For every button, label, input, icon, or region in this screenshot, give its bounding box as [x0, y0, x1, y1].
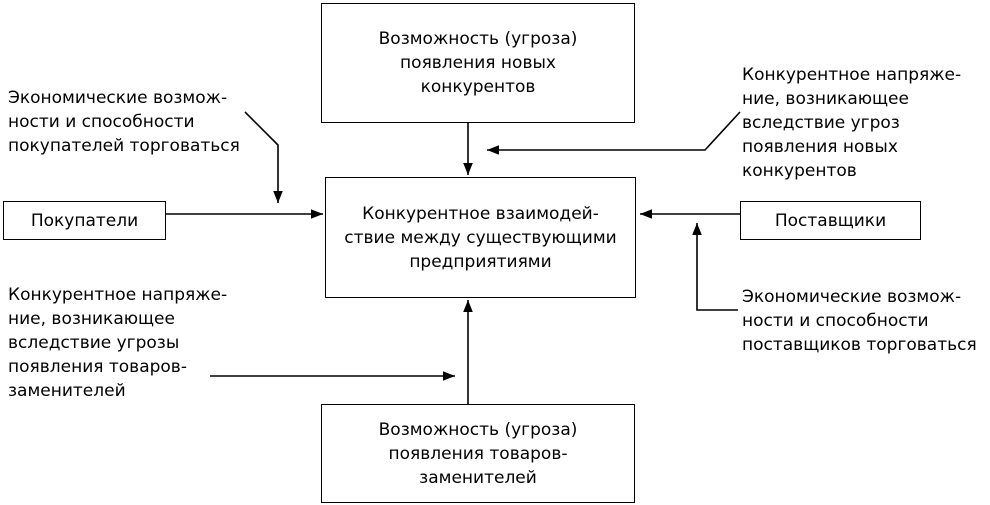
box-rivalry-label: Конкурентное взаимодей- ствие между суще… — [344, 203, 617, 272]
box-new-competitors-label: Возможность (угроза) появления новых кон… — [378, 29, 578, 97]
box-substitutes: Возможность (угроза) появления товаров- … — [321, 404, 635, 503]
box-rivalry: Конкурентное взаимодей- ствие между суще… — [325, 177, 636, 298]
note-buyers-power: Экономические возмож- ности и способност… — [8, 88, 240, 156]
note-entry-threat-tension: Конкурентное напряже- ние, возникающее в… — [742, 65, 962, 181]
arrow-entry-tension-pointer — [487, 111, 741, 155]
box-buyers: Покупатели — [3, 201, 166, 240]
note-suppliers-power: Экономические возмож- ности и способност… — [742, 287, 977, 355]
arrow-buyers-power-pointer — [244, 111, 283, 203]
arrow-suppliers-power-pointer — [692, 223, 738, 311]
box-new-competitors: Возможность (угроза) появления новых кон… — [321, 3, 635, 123]
box-suppliers: Поставщики — [740, 201, 921, 240]
box-suppliers-label: Поставщики — [774, 210, 887, 231]
box-substitutes-label: Возможность (угроза) появления товаров- … — [378, 419, 578, 488]
box-buyers-label: Покупатели — [30, 210, 139, 231]
note-substitutes-tension: Конкурентное напряже- ние, возникающее в… — [8, 285, 228, 401]
